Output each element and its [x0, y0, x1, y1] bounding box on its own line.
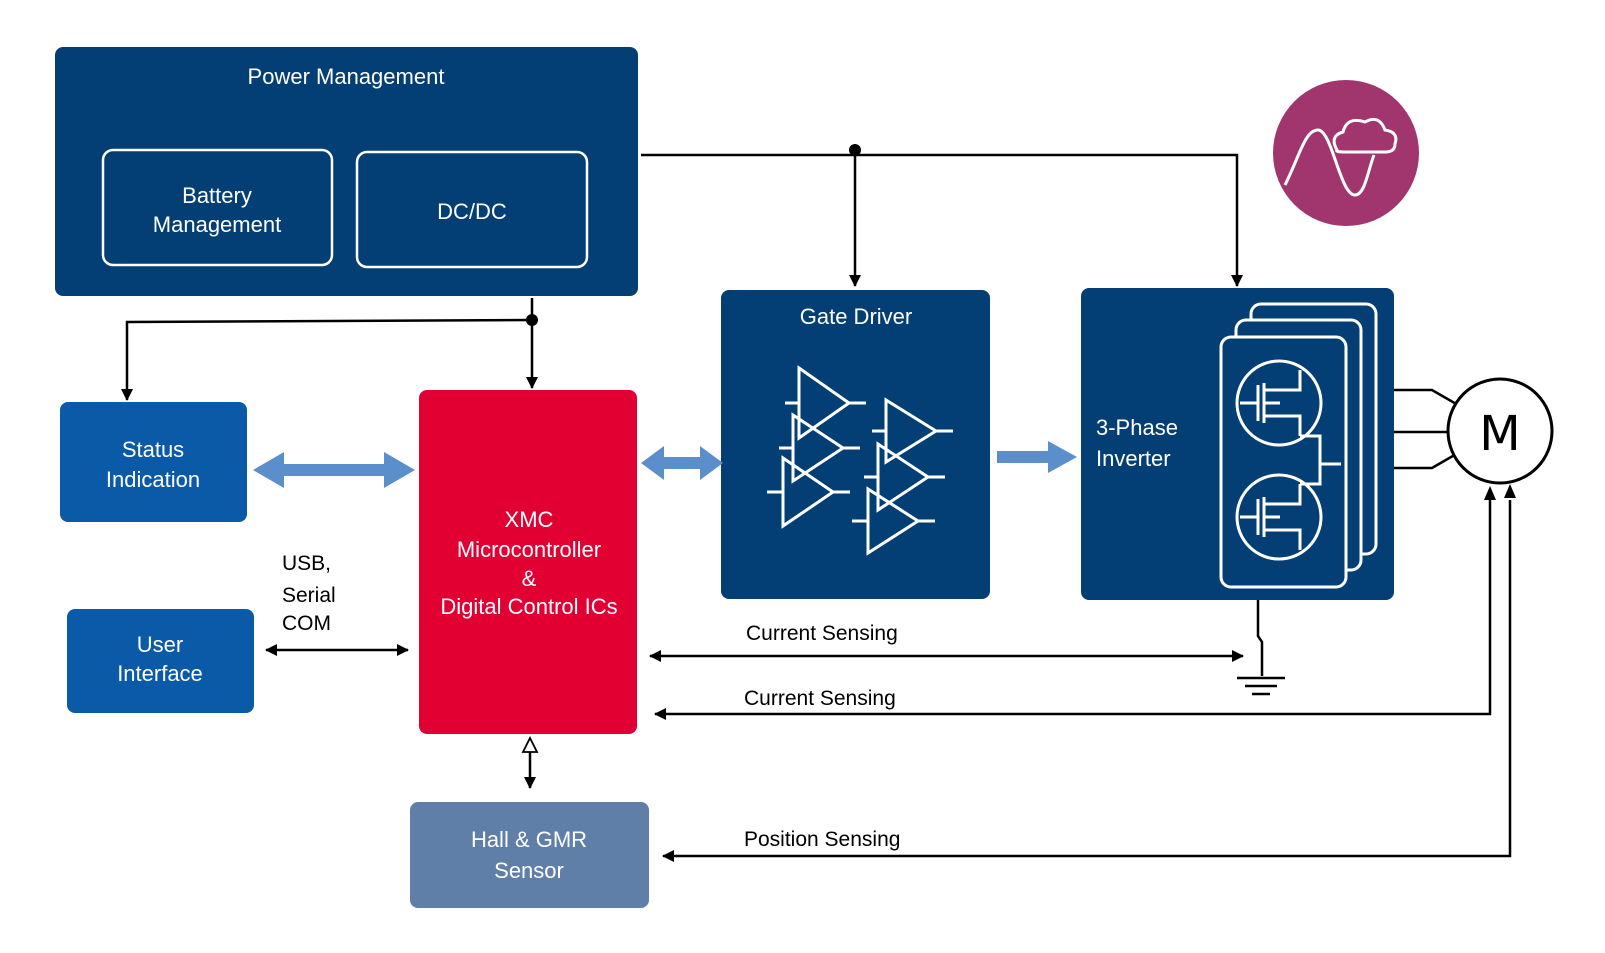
position-sensing-line [662, 484, 1516, 862]
gate-driver-block: Gate Driver [721, 290, 990, 599]
sensor-line1: Hall & GMR [471, 827, 587, 852]
buffer-amplifier-icons [767, 365, 953, 556]
ground-symbol [1237, 600, 1285, 696]
current-sensing-label-2: Current Sensing [744, 687, 896, 710]
inverter-line2: Inverter [1096, 446, 1171, 471]
battery-management-block: Battery Management [101, 148, 334, 267]
current-sensing-line-2 [654, 486, 1496, 720]
mcu-line2: Microcontroller [457, 537, 601, 562]
sensor-mcu-link [521, 735, 539, 789]
inverter-drive-arrow [997, 441, 1077, 473]
status-indication-line1: Status [122, 437, 184, 462]
hall-gmr-sensor-block: Hall & GMR Sensor [410, 802, 649, 908]
sine-wave-cloud-icon [1273, 80, 1419, 226]
dcdc-label: DC/DC [437, 199, 507, 224]
power-management-title: Power Management [248, 64, 445, 89]
usb-label-line2: Serial [282, 584, 336, 607]
status-indication-block: Status Indication [60, 402, 247, 522]
power-distribution-lines [121, 144, 1243, 401]
usb-label-line3: COM [282, 612, 331, 635]
three-phase-inverter-block: 3-Phase Inverter [1081, 288, 1394, 600]
user-interface-line1: User [137, 632, 183, 657]
sensor-line2: Sensor [494, 858, 564, 883]
xmc-microcontroller-block: XMC Microcontroller & Digital Control IC… [419, 390, 637, 734]
status-indication-line2: Indication [106, 467, 200, 492]
gate-driver-data-arrow [641, 446, 723, 480]
usb-label-line1: USB, [282, 552, 331, 575]
power-management-block: Power Management Battery Management DC/D… [55, 47, 638, 296]
mcu-line4: Digital Control ICs [440, 594, 617, 619]
user-interface-line2: Interface [117, 661, 203, 686]
mosfet-switch-icons [1219, 302, 1378, 589]
dcdc-block: DC/DC [355, 150, 589, 269]
inverter-line1: 3-Phase [1096, 415, 1178, 440]
mcu-line1: XMC [505, 507, 554, 532]
mcu-line3: & [522, 566, 537, 591]
battery-management-label-line2: Management [153, 212, 281, 237]
battery-management-label-line1: Battery [182, 183, 252, 208]
motor-label: M [1479, 406, 1520, 462]
status-data-arrow [253, 452, 415, 488]
position-sensing-label: Position Sensing [744, 828, 900, 851]
current-sensing-label-1: Current Sensing [746, 622, 898, 645]
motor-symbol: M [1394, 377, 1554, 485]
gate-driver-title: Gate Driver [800, 304, 912, 329]
user-interface-block: User Interface [67, 609, 254, 713]
